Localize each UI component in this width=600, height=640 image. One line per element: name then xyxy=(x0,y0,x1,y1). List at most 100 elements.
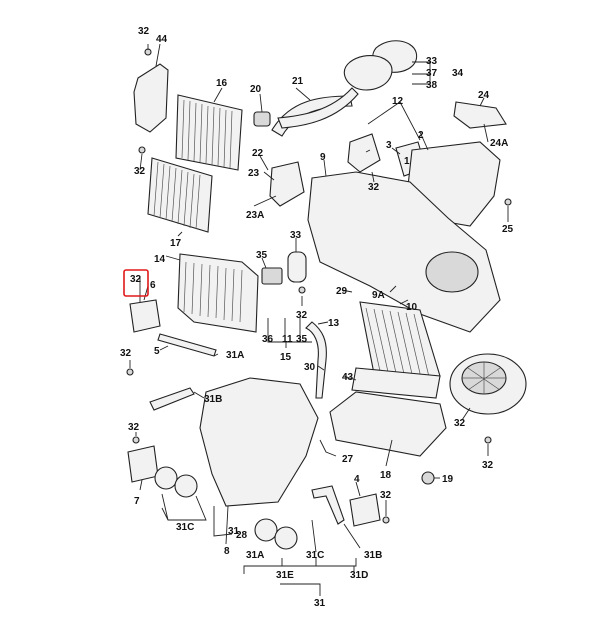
callout-35: 35 xyxy=(296,334,308,345)
callout-38: 38 xyxy=(426,80,438,91)
callout-31c: 31C xyxy=(306,550,324,561)
callout-17: 17 xyxy=(170,238,182,249)
part-linkage-31a xyxy=(157,333,217,357)
callout-1: 1 xyxy=(404,156,410,167)
part-bracket-6 xyxy=(129,299,161,333)
screw-32-g xyxy=(132,436,140,444)
screw-25 xyxy=(504,198,512,206)
callout-11: 11 xyxy=(282,334,293,345)
callout-12: 12 xyxy=(392,96,404,107)
callout-43: 43 xyxy=(342,372,354,383)
callout-30: 30 xyxy=(304,362,316,373)
part-33-mid xyxy=(287,251,307,283)
callout-23: 23 xyxy=(248,168,260,179)
callout-19: 19 xyxy=(442,474,454,485)
part-lower-housing xyxy=(199,377,319,507)
callout-24: 24 xyxy=(478,90,490,101)
part-actuator-23 xyxy=(269,161,305,207)
callout-31a: 31A xyxy=(246,550,264,561)
callout-34: 34 xyxy=(452,68,464,79)
part-evaporator-14 xyxy=(177,253,259,333)
callout-7: 7 xyxy=(134,496,140,507)
callout-31: 31 xyxy=(228,526,240,537)
gear-31a xyxy=(254,518,278,542)
callout-31b: 31B xyxy=(204,394,222,405)
callout-18: 18 xyxy=(380,470,392,481)
part-bracket-44 xyxy=(133,63,169,133)
callout-33: 33 xyxy=(290,230,302,241)
callout-32: 32 xyxy=(128,422,140,433)
callout-14: 14 xyxy=(154,254,166,265)
callout-32: 32 xyxy=(134,166,146,177)
callout-31c: 31C xyxy=(176,522,194,533)
callout-32: 32 xyxy=(296,310,308,321)
part-screw-19 xyxy=(421,471,435,485)
callout-4: 4 xyxy=(354,474,360,485)
callout-10: 10 xyxy=(406,302,418,313)
callout-31e: 31E xyxy=(276,570,294,581)
gear-31e xyxy=(274,526,298,550)
screw-32-b xyxy=(138,146,146,154)
callout-44: 44 xyxy=(156,34,168,45)
callout-25: 25 xyxy=(502,224,514,235)
callout-32: 32 xyxy=(368,182,380,193)
callout-16: 16 xyxy=(216,78,228,89)
part-tray-43 xyxy=(351,367,441,399)
callout-32: 32 xyxy=(380,490,392,501)
callout-labels: 44 32 16 20 21 33 37 38 34 12 24 24A 32 … xyxy=(120,26,514,609)
callout-33: 33 xyxy=(426,56,438,67)
callout-32: 32 xyxy=(482,460,494,471)
screw-32-d xyxy=(298,286,306,294)
callout-15: 15 xyxy=(280,352,292,363)
part-clip-20 xyxy=(253,111,271,127)
callout-9: 9 xyxy=(320,152,326,163)
callout-24a: 24A xyxy=(490,138,508,149)
leader-lines xyxy=(129,43,509,596)
part-heater-core-17 xyxy=(147,157,213,233)
screw-32-f xyxy=(126,368,134,376)
callout-31b: 31B xyxy=(364,550,382,561)
part-actuator-7 xyxy=(127,445,159,483)
callout-5: 5 xyxy=(154,346,160,357)
part-actuator-4 xyxy=(349,493,381,527)
callout-31d: 31D xyxy=(350,570,368,581)
callout-6: 6 xyxy=(150,280,156,291)
screw-32-i xyxy=(484,436,492,444)
callout-37: 37 xyxy=(426,68,438,79)
part-seal-37 xyxy=(343,55,393,91)
blower-opening xyxy=(425,251,479,293)
callout-9a: 9A xyxy=(372,290,385,301)
callout-3: 3 xyxy=(386,140,392,151)
part-hose-30 xyxy=(305,321,327,399)
screw-32-j xyxy=(382,516,390,524)
callout-13: 13 xyxy=(328,318,340,329)
callout-8: 8 xyxy=(224,546,230,557)
callout-35: 35 xyxy=(256,250,268,261)
callout-36: 36 xyxy=(262,334,274,345)
callout-32: 32 xyxy=(130,274,142,285)
callout-23a: 23A xyxy=(246,210,264,221)
part-35 xyxy=(261,267,283,285)
callout-21: 21 xyxy=(292,76,304,87)
callout-31a: 31A xyxy=(226,350,244,361)
callout-20: 20 xyxy=(250,84,262,95)
callout-27: 27 xyxy=(342,454,354,465)
callout-32: 32 xyxy=(454,418,466,429)
callout-28: 28 xyxy=(236,530,248,541)
callout-32: 32 xyxy=(120,348,132,359)
part-linkage-31b xyxy=(149,387,195,411)
part-blower-motor xyxy=(449,353,527,415)
part-pipe-21b xyxy=(277,87,359,129)
callout-2: 2 xyxy=(418,130,424,141)
callout-31: 31 xyxy=(314,598,326,609)
part-filter-16 xyxy=(175,94,243,171)
callout-22: 22 xyxy=(252,148,264,159)
callout-32: 32 xyxy=(138,26,150,37)
highlight-box xyxy=(123,269,149,297)
part-bracket-24 xyxy=(453,101,507,129)
part-duct-18 xyxy=(329,391,447,457)
gear-31c-1 xyxy=(154,466,178,490)
gear-31c-2 xyxy=(174,474,198,498)
